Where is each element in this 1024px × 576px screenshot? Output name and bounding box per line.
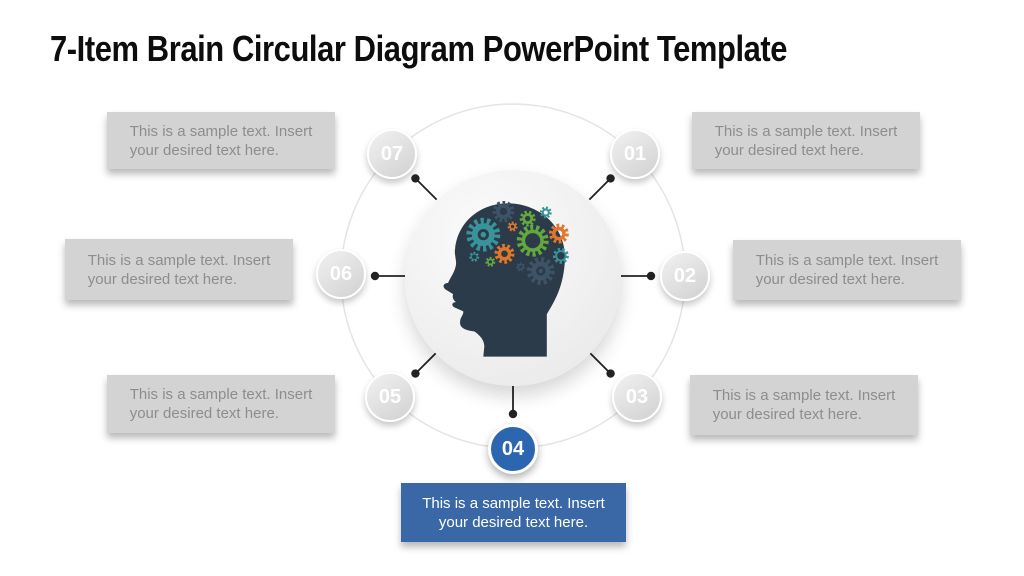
item-number: 04	[501, 437, 525, 460]
sample-text-line1: This is a sample text. Insert	[129, 386, 313, 403]
item-circle-07[interactable]: 07	[367, 129, 417, 179]
item-circle-04[interactable]: 04	[488, 424, 538, 474]
text-box-05[interactable]: This is a sample text. Insert your desire…	[107, 375, 335, 433]
item-number: 06	[329, 262, 353, 285]
item-number: 05	[378, 385, 402, 408]
slide-title[interactable]: 7-Item Brain Circular Diagram PowerPoint…	[50, 28, 788, 69]
sample-text-line1: This is a sample text. Insert	[714, 122, 898, 140]
sample-text-line2: your desired text here.	[87, 270, 237, 288]
text-box-02[interactable]: This is a sample text. Insert your desire…	[733, 240, 961, 300]
sample-text-line2: your desired text here.	[129, 141, 279, 159]
item-number: 02	[673, 264, 697, 287]
text-box-03[interactable]: This is a sample text. Insert your desire…	[690, 375, 918, 435]
sample-text-line2: your desired text here.	[714, 141, 864, 159]
item-circle-05[interactable]: 05	[365, 372, 415, 422]
item-circle-06[interactable]: 06	[316, 249, 366, 299]
item-number: 07	[380, 142, 404, 165]
sample-text-line1: This is a sample text. Insert	[129, 122, 313, 140]
head-silhouette	[443, 203, 565, 357]
sample-text-line2: your desired text here.	[129, 405, 279, 422]
item-number: 03	[625, 385, 649, 408]
sample-text-line2: your desired text here.	[438, 513, 589, 531]
sample-text-line2: your desired text here.	[712, 406, 862, 423]
item-circle-03[interactable]: 03	[612, 372, 662, 422]
sample-text-line1: This is a sample text. Insert	[755, 252, 939, 269]
item-circle-02[interactable]: 02	[660, 251, 710, 301]
sample-text-line1: This is a sample text. Insert	[422, 494, 605, 512]
sample-text-line1: This is a sample text. Insert	[712, 387, 896, 404]
item-number: 01	[623, 142, 647, 165]
item-circle-01[interactable]: 01	[610, 129, 660, 179]
sample-text-line1: This is a sample text. Insert	[87, 251, 271, 269]
sample-text-line2: your desired text here.	[755, 271, 905, 288]
head-gears-icon	[443, 201, 569, 357]
center-circle[interactable]	[405, 170, 621, 386]
